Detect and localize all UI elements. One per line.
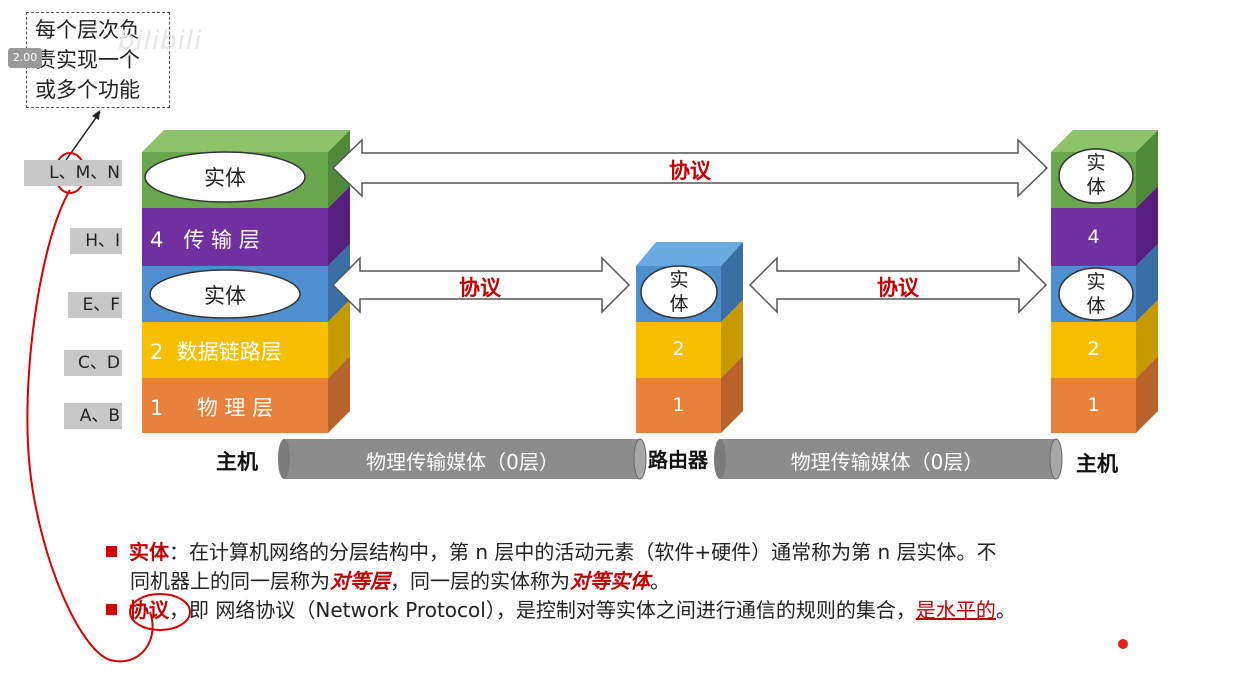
- peer-entity-term: 对等实体: [570, 569, 650, 593]
- left-media-cylinder: [278, 438, 647, 480]
- entity-term: 实体: [129, 540, 169, 564]
- horizontal-highlight: 是水平的: [915, 598, 996, 622]
- protocol-term: 协议: [129, 598, 169, 622]
- note-pointer-arrow: [65, 111, 101, 161]
- note-line-1: 每个层次负: [35, 18, 140, 42]
- note-line-2: 责实现一个: [35, 48, 140, 72]
- watermark-logo: bilibili: [118, 26, 203, 56]
- side-label-hi: H、I: [70, 228, 122, 254]
- top-protocol-label: 协议: [669, 159, 711, 183]
- side-label-ab: A、B: [64, 403, 122, 429]
- mid-left-protocol-label: 协议: [459, 276, 501, 300]
- right-layer1-label: 1: [1087, 394, 1100, 416]
- left-layer4-label: 4 传 输 层: [150, 228, 260, 252]
- protocol-definition: 协议，即 网络协议（Network Protocol），是控制对等实体之间进行通…: [106, 596, 1186, 625]
- entity-def-line1: 在计算机网络的分层结构中，第 n 层中的活动元素（软件+硬件）通常称为第 n 层…: [189, 540, 997, 564]
- left-media-label: 物理传输媒体（0层）: [366, 450, 559, 474]
- mid-right-protocol-label: 协议: [877, 276, 919, 300]
- right-entity-mid-label: 实体: [1086, 271, 1106, 317]
- bullet-square-icon: [106, 604, 117, 615]
- right-entity-top-label: 实体: [1086, 152, 1106, 198]
- note-box: 每个层次负 责实现一个 或多个功能: [26, 12, 170, 108]
- router-layer2-label: 2: [672, 338, 685, 360]
- right-layer4-label: 4: [1087, 226, 1100, 248]
- router-caption: 路由器: [648, 448, 708, 472]
- bullet-square-icon: [106, 546, 117, 557]
- entity-definition-cont: 同机器上的同一层称为对等层，同一层的实体称为对等实体。: [130, 569, 670, 593]
- entity-definition: 实体：在计算机网络的分层结构中，第 n 层中的活动元素（软件+硬件）通常称为第 …: [106, 538, 1186, 567]
- left-host-caption: 主机: [216, 450, 258, 474]
- router-entity-label: 实体: [669, 269, 689, 315]
- laser-pointer-dot: [1116, 637, 1130, 651]
- definitions-text: 实体：在计算机网络的分层结构中，第 n 层中的活动元素（软件+硬件）通常称为第 …: [106, 538, 1186, 625]
- side-label-lmn: L、M、N: [24, 160, 122, 186]
- right-media-label: 物理传输媒体（0层）: [790, 450, 984, 474]
- right-host-stack: [1051, 130, 1158, 433]
- side-label-ef: E、F: [68, 292, 122, 318]
- protocol-def: 即 网络协议（Network Protocol），是控制对等实体之间进行通信的规…: [189, 598, 916, 622]
- right-media-cylinder: [714, 438, 1063, 480]
- left-layer2-label: 2 数据链路层: [150, 340, 282, 364]
- playback-speed-badge[interactable]: 2.00: [8, 48, 42, 68]
- left-entity-mid-label: 实体: [204, 284, 246, 308]
- mid-right-protocol-arrow: [748, 256, 1048, 314]
- side-label-cd: C、D: [64, 350, 122, 376]
- left-layer1-label: 1 物 理 层: [150, 396, 274, 420]
- right-host-caption: 主机: [1076, 452, 1118, 476]
- red-annotation-loop: [26, 189, 154, 663]
- note-line-3: 或多个功能: [35, 78, 140, 102]
- router-layer1-label: 1: [672, 394, 685, 416]
- left-entity-top-label: 实体: [204, 166, 246, 190]
- left-host-stack: [142, 130, 350, 433]
- peer-layer-term: 对等层: [330, 569, 390, 593]
- router-stack: [636, 242, 743, 433]
- top-protocol-arrow: [331, 138, 1049, 198]
- right-layer2-label: 2: [1087, 338, 1100, 360]
- red-circle-protocol: [129, 593, 191, 631]
- mid-left-protocol-arrow: [331, 256, 631, 314]
